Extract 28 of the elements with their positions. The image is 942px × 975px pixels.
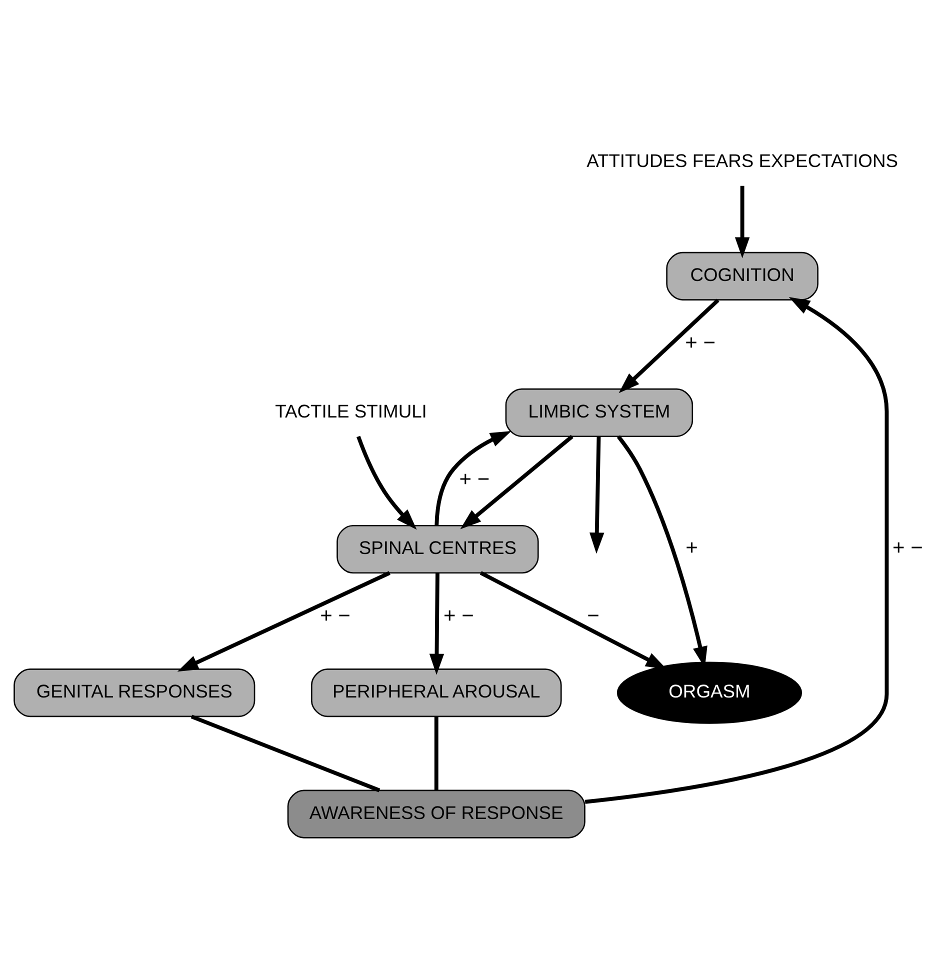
node-text: TACTILE STIMULI [274,400,426,422]
arrow [460,434,573,529]
connector [434,716,438,790]
node-box: SPINAL CENTRES [336,524,538,574]
edge-label: + − [892,536,922,559]
arrow [176,570,390,672]
node-box: COGNITION [666,251,818,300]
node-text: ATTITUDES FEARS EXPECTATIONS [586,149,898,170]
node-box: AWARENESS OF RESPONSE [286,789,585,838]
arrow [356,435,416,530]
edge-label: + − [684,330,715,354]
arrow [734,185,750,258]
arrow [589,436,604,554]
edge-label: + [685,536,698,559]
node-box: PERIPHERAL AROUSAL [310,668,562,717]
arrow [479,570,666,669]
arrow [584,296,888,804]
connector [190,714,380,792]
arrow [434,430,511,525]
edge-label: + − [443,604,474,628]
edge-label: + − [458,467,490,490]
node-box: GENITAL RESPONSES [13,668,255,717]
edge-label: + − [320,604,350,628]
node-ellipse: ORGASM [616,661,802,724]
node-box: LIMBIC SYSTEM [504,388,693,437]
edge-label: − [586,604,599,628]
arrow [618,298,719,393]
arrow [428,572,444,674]
